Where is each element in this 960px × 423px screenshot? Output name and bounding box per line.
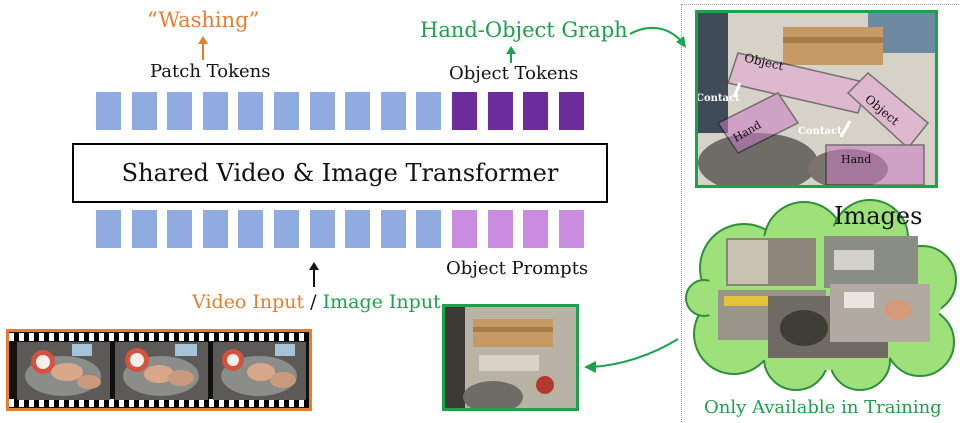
input-patch-token <box>345 210 371 248</box>
input-patch-token <box>274 210 299 248</box>
video-frame-2 <box>115 342 208 400</box>
output-patch-token <box>416 92 442 130</box>
training-divider <box>681 4 682 422</box>
graph-curved-arrow <box>629 26 686 48</box>
input-patch-token <box>96 210 121 248</box>
output-object-token <box>523 92 549 130</box>
output-patch-token <box>202 92 228 130</box>
video-filmstrip <box>6 329 312 411</box>
output-patch-token <box>167 92 193 130</box>
image-input-frame <box>442 304 579 411</box>
video-frame-1 <box>17 342 110 400</box>
object-tokens-label: Object Tokens <box>449 63 579 84</box>
image-input-picture <box>445 307 576 408</box>
input-up-arrow <box>309 262 319 287</box>
hand-object-graph-frame: Object Object Contact Contact Hand Hand <box>695 10 938 188</box>
graph-contact-label-1: Contact <box>696 93 740 104</box>
graph-contact-label-2: Contact <box>798 126 842 137</box>
input-patch-token <box>202 210 228 248</box>
input-object-token <box>452 210 477 248</box>
images-label: Images <box>834 202 923 230</box>
output-patch-token <box>96 92 121 130</box>
training-note: Only Available in Training <box>704 397 942 418</box>
shared-transformer-box: Shared Video & Image Transformer <box>72 143 608 203</box>
hand-object-graph-label: Hand-Object Graph <box>420 18 628 42</box>
output-patch-token <box>380 92 406 130</box>
image-input-label: Image Input <box>322 291 441 313</box>
output-patch-token <box>345 92 371 130</box>
input-patch-token <box>309 210 335 248</box>
input-patch-token <box>380 210 406 248</box>
output-patch-token <box>238 92 264 130</box>
output-object-token <box>487 92 513 130</box>
patch-tokens-label: Patch Tokens <box>150 61 271 82</box>
input-separator: / <box>304 291 323 313</box>
output-object-token <box>558 92 584 130</box>
input-patch-token <box>131 210 157 248</box>
image-curved-arrow <box>584 338 679 373</box>
video-frame-3 <box>213 342 306 400</box>
input-patch-token <box>416 210 442 248</box>
object-prompts-label: Object Prompts <box>446 258 589 279</box>
input-object-token <box>487 210 513 248</box>
film-perforation-top <box>9 333 309 341</box>
action-label: “Washing” <box>147 8 260 32</box>
graph-picture <box>698 13 935 185</box>
up-arrow-graph <box>506 46 516 63</box>
output-patch-token <box>274 92 299 130</box>
input-labels: Video Input / Image Input <box>192 291 441 313</box>
graph-hand-label-2: Hand <box>841 153 872 166</box>
film-perforation-bottom <box>9 399 309 407</box>
input-object-token <box>558 210 584 248</box>
input-patch-token <box>238 210 264 248</box>
output-object-token <box>452 92 477 130</box>
transformer-label: Shared Video & Image Transformer <box>121 159 559 187</box>
video-input-label: Video Input <box>192 291 305 313</box>
input-patch-token <box>167 210 193 248</box>
output-patch-token <box>309 92 335 130</box>
training-divider-top <box>681 4 959 5</box>
up-arrow-action <box>198 36 208 60</box>
output-patch-token <box>131 92 157 130</box>
training-images-cloud <box>685 199 957 391</box>
input-object-token <box>523 210 549 248</box>
